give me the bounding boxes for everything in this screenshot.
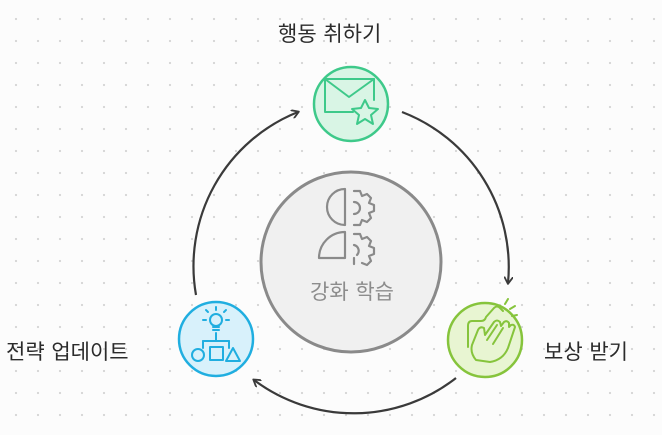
take-action-label: 행동 취하기	[278, 22, 382, 46]
idea-shapes-icon	[191, 306, 241, 362]
arrow-reward-to-update	[254, 377, 457, 415]
envelope-star-icon	[324, 78, 379, 125]
take-action-node	[312, 65, 390, 143]
center-node	[259, 170, 443, 354]
arrow-action-to-reward	[401, 110, 509, 283]
update-strategy-label: 전략 업데이트	[6, 340, 129, 364]
arrow-update-to-action	[192, 112, 298, 296]
brain-gear-icon	[317, 187, 376, 267]
get-reward-label: 보상 받기	[544, 340, 628, 364]
update-strategy-node	[177, 300, 255, 378]
clapping-hands-icon	[467, 298, 518, 363]
center-label: 강화 학습	[310, 280, 394, 304]
get-reward-node	[446, 298, 524, 379]
